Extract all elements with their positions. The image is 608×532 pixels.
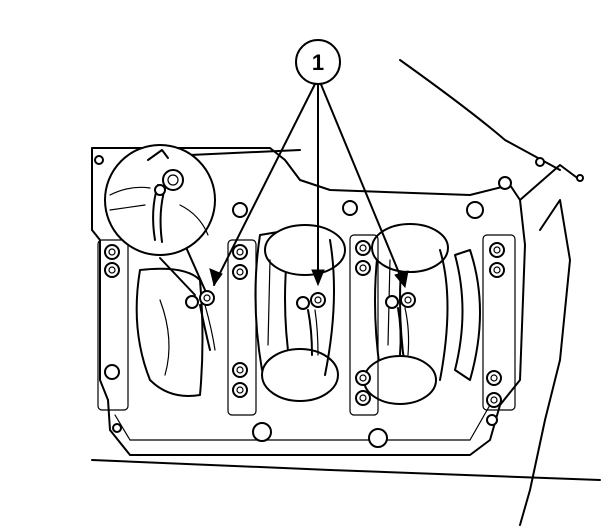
oil-jets [185,290,416,356]
callout-bubble: 1 [295,39,341,85]
detail-magnifier [104,144,216,296]
oil-jet-1 [185,290,216,351]
cap-bolts [104,240,505,408]
top-face-holes [94,155,584,448]
bearing-caps [97,234,516,416]
oil-jet-2 [296,292,326,356]
callout-label: 1 [312,50,324,75]
crankshaft [135,223,481,405]
callout-arrows [209,81,409,289]
engine-block-outline [91,59,601,526]
oil-jet-3 [385,292,416,356]
